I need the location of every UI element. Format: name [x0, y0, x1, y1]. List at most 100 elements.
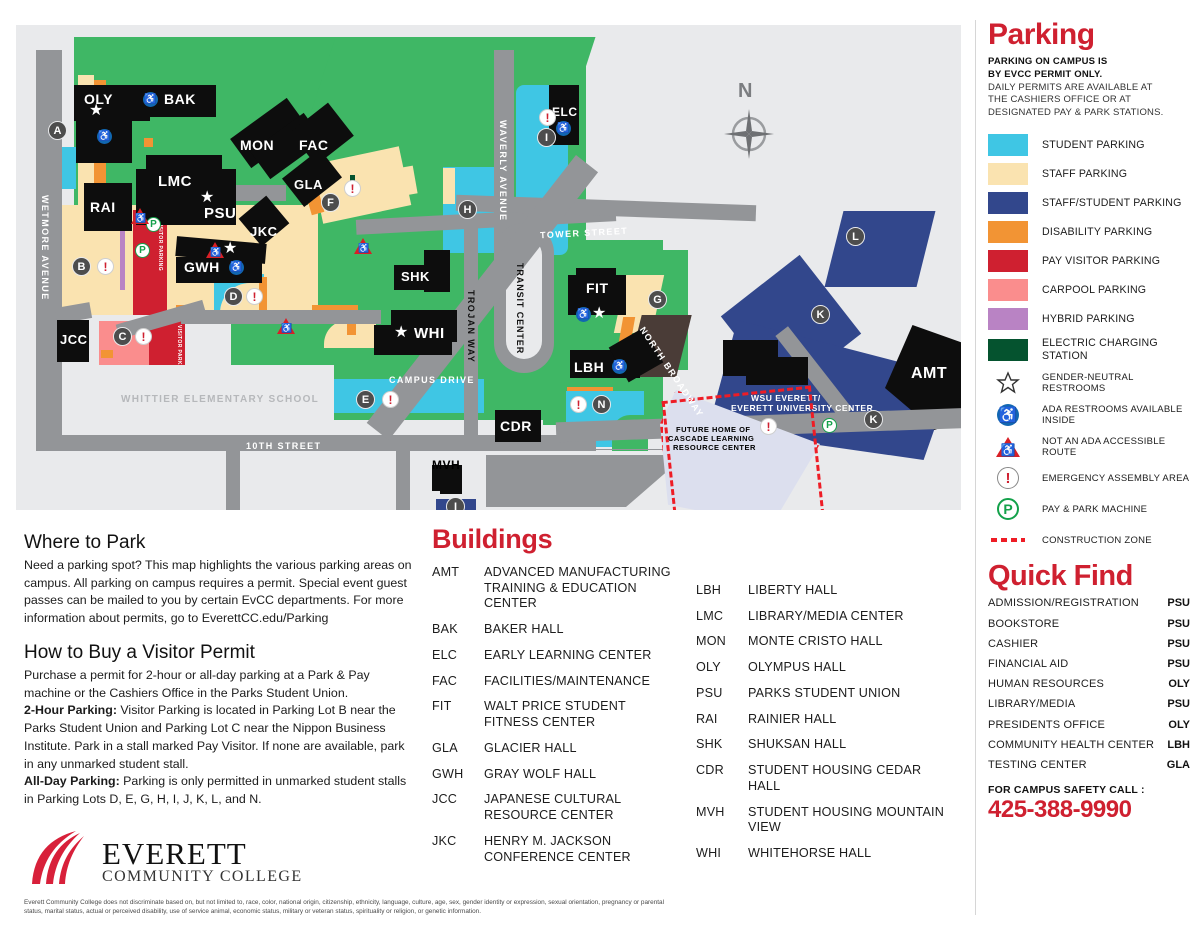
quick-find-code: OLY [1168, 678, 1190, 691]
legend-color-swatch [988, 192, 1028, 215]
building-rai[interactable] [84, 183, 132, 231]
lot-badge-b[interactable]: B [72, 257, 91, 276]
building-name: JAPANESE CULTURAL RESOURCE CENTER [484, 792, 621, 823]
road-interchange [486, 455, 686, 507]
building-name: GRAY WOLF HALL [484, 766, 597, 781]
svg-text:♿: ♿ [1001, 443, 1016, 457]
quick-find-name: TESTING CENTER [988, 758, 1087, 771]
building-name: LIBRARY/MEDIA CENTER [748, 608, 904, 623]
disability-strip[interactable] [144, 138, 153, 147]
building-shk[interactable] [424, 250, 450, 292]
building-code: RAI [696, 711, 718, 726]
disability-strip[interactable] [312, 305, 358, 312]
lot-badge-g[interactable]: G [648, 290, 667, 309]
lot-badge-f[interactable]: F [321, 193, 340, 212]
building-cdr[interactable] [495, 410, 541, 442]
building-code: LBH [696, 583, 722, 597]
building-mvh[interactable] [440, 480, 462, 494]
building-code: AMT [432, 565, 460, 579]
building-name: LIBERTY HALL [748, 583, 838, 597]
building-code: BAK [432, 622, 458, 637]
ada-icon: ♿ [97, 129, 112, 144]
emergency-icon: ! [344, 180, 361, 197]
symbol-legend-row: ♿NOT AN ADA ACCESSIBLE ROUTE [988, 436, 1190, 459]
dashed-line-icon [988, 529, 1028, 551]
legend-color-swatch [988, 308, 1028, 331]
gender-neutral-star: ★ [223, 240, 238, 257]
symbol-legend-label: CONSTRUCTION ZONE [1042, 534, 1152, 546]
legend-row: STAFF PARKING [988, 163, 1190, 186]
lot-badge-d[interactable]: D [224, 287, 243, 306]
disability-strip[interactable] [101, 350, 113, 358]
lot-badge-l[interactable]: L [846, 227, 865, 246]
lot-badge-n[interactable]: N [592, 395, 611, 414]
legend-row: PAY VISITOR PARKING [988, 250, 1190, 273]
campus-map[interactable]: VISITOR PARKING VISITOR PARKING [16, 25, 961, 510]
lot-badge-k[interactable]: K [864, 410, 883, 429]
all-day-parking-para: All-Day Parking: Parking is only permitt… [24, 773, 414, 808]
quick-find-code: LBH [1167, 738, 1190, 751]
all-day-label: All-Day Parking: [24, 774, 120, 789]
where-to-park-section: Where to Park Need a parking spot? This … [24, 532, 414, 809]
ada-icon: ♿ [612, 359, 627, 374]
lot-badge-h[interactable]: H [458, 200, 477, 219]
lot-badge-e[interactable]: E [356, 390, 375, 409]
buildings-title: Buildings [432, 524, 553, 554]
everett-swoosh-logo-icon [32, 831, 84, 884]
pay-park-icon[interactable]: P [822, 418, 837, 433]
building-gwh[interactable] [176, 257, 262, 283]
lot-badge-j[interactable]: I [537, 128, 556, 147]
pay-park-icon[interactable]: P [146, 217, 161, 232]
where-to-park-title: Where to Park [24, 532, 146, 553]
building-name: MONTE CRISTO HALL [748, 634, 883, 649]
quick-find-name: BOOKSTORE [988, 617, 1060, 630]
hybrid-strip[interactable] [120, 230, 125, 290]
permit-notice-line1: PARKING ON CAMPUS IS [988, 56, 1108, 67]
building-fit[interactable] [576, 268, 616, 280]
building-name: WHITEHORSE HALL [748, 846, 872, 861]
disability-strip[interactable] [259, 277, 267, 311]
lot-badge-c[interactable]: C [113, 327, 132, 346]
lot-badge-a[interactable]: A [48, 121, 67, 140]
building-jcc[interactable] [57, 320, 89, 362]
building-whi[interactable] [374, 325, 452, 355]
staff-strip[interactable] [443, 168, 455, 204]
legend-label: STAFF/STUDENT PARKING [1042, 196, 1182, 209]
student-lot[interactable] [60, 147, 76, 189]
building-code: OLY [696, 660, 721, 675]
staff-student-lot-l[interactable] [824, 211, 936, 287]
building-lmc[interactable] [136, 169, 236, 225]
pay-park-icon[interactable]: P [135, 243, 150, 258]
legend-row: STAFF/STUDENT PARKING [988, 192, 1190, 215]
two-hour-label: 2-Hour Parking: [24, 703, 117, 718]
symbol-legend-label: EMERGENCY ASSEMBLY AREA [1042, 472, 1190, 484]
permit-info-line1: DAILY PERMITS ARE AVAILABLE AT [988, 81, 1153, 93]
building-wsu[interactable] [746, 357, 808, 385]
lot-badge-i[interactable]: I [446, 497, 465, 510]
two-hour-body: Visitor Parking is located in Parking Lo… [24, 703, 405, 771]
lot-badge-k[interactable]: K [811, 305, 830, 324]
road [36, 449, 736, 450]
building-code: FIT [432, 699, 452, 714]
building-code: SHK [696, 737, 723, 752]
quick-find-name: PRESIDENTS OFFICE [988, 718, 1106, 731]
